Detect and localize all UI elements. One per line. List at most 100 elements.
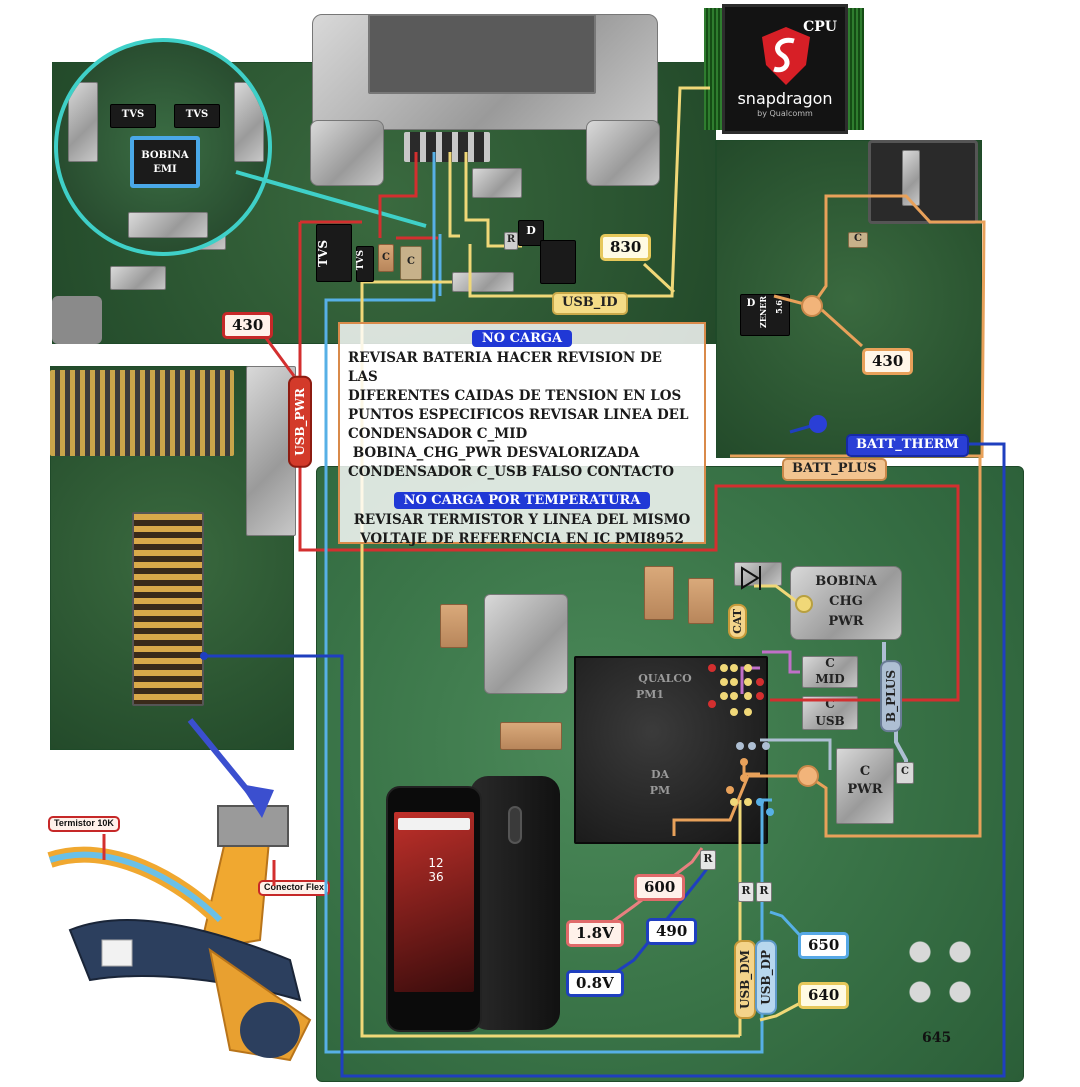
snapdragon-logo-icon bbox=[762, 27, 810, 85]
phone-image: 12 36 bbox=[386, 776, 562, 1032]
zoom-coil-line2: EMI bbox=[153, 164, 177, 175]
note-line: PUNTOS ESPECIFICOS REVISAR LINEA DEL bbox=[348, 407, 689, 423]
res-r-main1 bbox=[700, 850, 716, 870]
label-600: 600 bbox=[634, 874, 686, 901]
note-line: DIFERENTES CAIDAS DE TENSION EN LOS bbox=[348, 388, 682, 404]
label-430-left: 430 bbox=[222, 312, 274, 339]
snapdragon-cpu: CPU snapdragon by Qualcomm bbox=[722, 4, 848, 134]
pmic-text4: PM bbox=[649, 784, 671, 797]
tvs-small bbox=[356, 246, 374, 282]
cap-c-pwr-side-label: C bbox=[901, 766, 909, 777]
bobina-line3: PWR bbox=[828, 614, 864, 629]
left-shield bbox=[246, 366, 296, 536]
label-640: 640 bbox=[798, 982, 850, 1009]
c-pwr-line2: PWR bbox=[847, 782, 883, 797]
cap-c-right-label: C bbox=[854, 233, 862, 244]
zoom-coil-line1: BOBINA bbox=[141, 150, 189, 161]
zoom-pad-bottom bbox=[128, 212, 208, 238]
cap-c-top2-label: C bbox=[407, 256, 415, 267]
pad-metal-round bbox=[52, 296, 102, 344]
note-heading-no-carga: NO CARGA bbox=[471, 330, 573, 347]
usb-pad-right bbox=[586, 120, 660, 186]
cap-tan-1 bbox=[440, 604, 468, 648]
tvs-big-label: TVS bbox=[316, 240, 330, 267]
diode-d-top bbox=[518, 220, 544, 246]
cpu-brand: snapdragon bbox=[737, 89, 833, 108]
note-line: BOBINA_CHG_PWR DESVALORIZADA bbox=[348, 445, 640, 461]
usb-id-tag: USB_ID bbox=[552, 292, 628, 315]
cap-tan-3 bbox=[688, 578, 714, 624]
tvs-big bbox=[316, 224, 352, 282]
pmic-chip bbox=[574, 656, 768, 844]
termistor-label: Termistor 10K bbox=[48, 816, 120, 832]
phone-screen bbox=[394, 812, 474, 992]
pmic-text2: PM1 bbox=[635, 688, 665, 701]
res-r-top bbox=[504, 232, 518, 250]
cap-tan-2 bbox=[644, 566, 674, 620]
zoom-circle: TVS TVS BOBINA EMI bbox=[54, 38, 272, 256]
battery-connector-pin bbox=[902, 150, 920, 206]
diode-d-top-label: D bbox=[526, 224, 536, 237]
zoom-metal-right bbox=[234, 82, 264, 162]
label-430-right: 430 bbox=[862, 348, 914, 375]
c-pwr-line1: C bbox=[859, 764, 871, 779]
cap-c-top bbox=[378, 244, 394, 272]
zoom-tvs-left bbox=[110, 104, 156, 128]
inductor-left bbox=[484, 594, 568, 694]
usb-pad-mid bbox=[472, 168, 522, 198]
phone-time: 12 36 bbox=[428, 856, 444, 884]
usb-dp-tag: USB_DP bbox=[755, 940, 777, 1015]
usb-connector-slot bbox=[368, 14, 596, 94]
note-line: REVISAR TERMISTOR Y LINEA DEL MISMO bbox=[353, 512, 691, 528]
zener-d: D bbox=[746, 298, 756, 309]
zoom-coil bbox=[130, 136, 200, 188]
cpu-maker: by Qualcomm bbox=[757, 109, 813, 118]
pmic-text1: QUALCO bbox=[638, 672, 692, 685]
label-830: 830 bbox=[600, 234, 652, 261]
note-line: REVISAR BATERIA HACER REVISION DE LAS bbox=[348, 350, 662, 385]
b-plus-tag: B_PLUS bbox=[880, 660, 902, 733]
board-connector-top bbox=[50, 370, 234, 456]
cap-c-top2 bbox=[400, 246, 422, 280]
pads-grid bbox=[900, 932, 980, 1012]
note-line: CONDENSADOR C_USB FALSO CONTACTO bbox=[348, 464, 675, 480]
c-mid-cap bbox=[802, 656, 858, 688]
phone-search-bar bbox=[398, 818, 470, 830]
c-usb-cap bbox=[802, 696, 858, 730]
tvs-small-label: TVS bbox=[356, 250, 366, 271]
cpu-tag: CPU bbox=[803, 19, 837, 35]
res-r-main1-label: R bbox=[703, 852, 713, 865]
batt-plus-tag: BATT_PLUS bbox=[782, 458, 887, 481]
label-645: 645 bbox=[922, 1030, 952, 1046]
zoom-tvs-left-label: TVS bbox=[121, 109, 145, 120]
c-usb-line1: C bbox=[825, 697, 835, 711]
batt-therm-tag: BATT_THERM bbox=[846, 434, 969, 457]
res-r-top-label: R bbox=[506, 234, 516, 245]
bobina-line1: BOBINA bbox=[815, 574, 877, 589]
usb-pad-left bbox=[310, 120, 384, 186]
flex-cable bbox=[47, 805, 312, 1062]
label-490: 490 bbox=[646, 918, 698, 945]
c-mid-line2: MID bbox=[815, 672, 845, 686]
label-650: 650 bbox=[798, 932, 850, 959]
usb-pins bbox=[404, 132, 490, 162]
c-pwr-cap bbox=[836, 748, 894, 824]
ic-top bbox=[540, 240, 576, 284]
zoom-tvs-right-label: TVS bbox=[185, 109, 209, 120]
note-heading-temperatura: NO CARGA POR TEMPERATURA bbox=[393, 492, 651, 509]
res-r-main3-label: R bbox=[759, 884, 769, 897]
bobina-line2: CHG bbox=[829, 594, 863, 609]
label-0-8v: 0.8V bbox=[566, 970, 624, 997]
c-usb-line2: USB bbox=[815, 714, 845, 728]
cap-c-right bbox=[848, 232, 868, 248]
cat-tag: CAT bbox=[728, 604, 747, 639]
c-mid-line1: C bbox=[825, 656, 835, 670]
conector-label: Conector Flex bbox=[258, 880, 331, 896]
zoom-tvs-right bbox=[174, 104, 220, 128]
pad-top-mid bbox=[452, 272, 514, 292]
battery-connector bbox=[868, 140, 978, 224]
cap-c-top-label: C bbox=[382, 252, 390, 263]
note-line: VOLTAJE DE REFERENCIA EN IC PMI8952 bbox=[360, 531, 684, 547]
